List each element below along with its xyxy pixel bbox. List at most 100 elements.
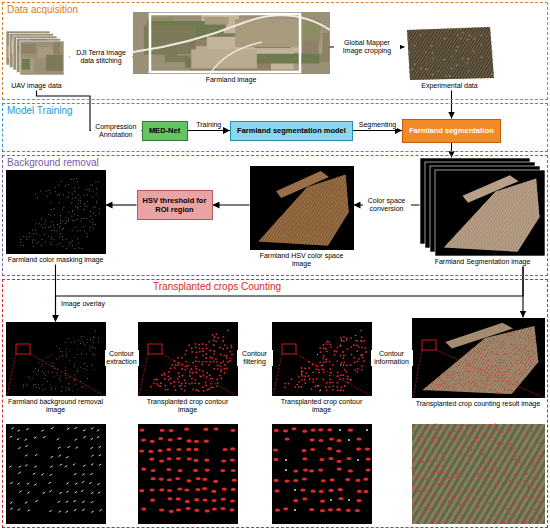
crop-dot — [491, 51, 493, 53]
crop-dot — [356, 350, 358, 352]
crop-contour — [274, 479, 279, 482]
crop-mark — [66, 483, 69, 485]
crop-mark — [58, 501, 61, 503]
crop-mark — [82, 474, 85, 476]
illustration-part — [441, 27, 473, 80]
crop-dot — [195, 382, 197, 384]
crop-dot — [332, 385, 334, 387]
crop-dot — [92, 184, 93, 185]
crop-dot — [319, 390, 321, 392]
crop-dot — [81, 220, 82, 221]
crop-contour — [337, 468, 342, 471]
crop-dot — [407, 38, 409, 40]
crop-dot — [498, 371, 499, 372]
crop-dot — [528, 351, 529, 352]
crop-dot — [513, 353, 514, 354]
crop-dot — [480, 465, 482, 467]
crop-dot — [466, 490, 468, 492]
field-shape — [276, 171, 329, 198]
crop-dot — [74, 374, 76, 376]
crop-dot — [434, 429, 436, 431]
crop-dot — [68, 219, 69, 220]
crop-contour — [178, 469, 183, 472]
crop-dot — [165, 385, 167, 387]
crop-dot — [519, 336, 520, 337]
crop-dot — [480, 350, 481, 351]
edge-label: Global Mapper Image cropping — [334, 39, 400, 55]
crop-dot — [459, 380, 460, 381]
crop-dot — [297, 384, 298, 385]
crop-contour — [158, 437, 163, 440]
crop-dot — [33, 246, 34, 247]
crop-dot — [443, 430, 445, 432]
crop-dot — [89, 339, 91, 341]
crop-dot — [35, 383, 37, 385]
crop-contour — [275, 509, 280, 512]
crop-dot — [526, 372, 527, 373]
crop-dot — [477, 380, 478, 381]
crop-dot — [479, 389, 480, 390]
crop-dot — [77, 219, 78, 220]
crop-mark — [25, 439, 28, 441]
zoom-inset — [138, 424, 238, 524]
crop-dot — [75, 227, 76, 228]
crop-dot — [27, 239, 28, 240]
illustration-part — [480, 27, 512, 80]
crop-contour — [160, 429, 165, 432]
crop-dot — [452, 374, 453, 375]
crop-dot — [208, 364, 210, 366]
crop-dot — [329, 378, 331, 380]
crop-contour — [283, 429, 288, 432]
crop-dot — [495, 360, 496, 361]
crop-dot — [32, 377, 34, 379]
crop-dot — [81, 248, 82, 249]
crop-dot — [41, 363, 43, 365]
crop-dot — [192, 388, 194, 390]
crop-dot — [87, 236, 88, 237]
crop-dot — [223, 336, 225, 338]
crop-dot — [58, 184, 59, 185]
crop-contour — [302, 477, 307, 480]
crop-contour — [151, 477, 156, 480]
field-shape — [463, 175, 519, 203]
crop-dot — [474, 381, 475, 382]
crop-mark — [25, 455, 28, 457]
crop-dot — [351, 379, 352, 380]
crop-dot — [52, 372, 53, 373]
crop-dot — [447, 383, 448, 384]
crop-dot — [507, 383, 508, 384]
crop-dot — [184, 380, 186, 382]
crop-dot — [49, 190, 50, 191]
crop-dot — [444, 374, 445, 375]
illustration-part — [511, 326, 550, 394]
crop-dot — [413, 484, 415, 486]
illustration-part — [312, 424, 372, 524]
crop-dot — [318, 372, 320, 374]
crop-dot — [423, 512, 425, 514]
crop-dot — [308, 367, 310, 369]
illustration-part — [406, 174, 449, 245]
crop-dot — [81, 386, 83, 388]
crop-dot — [507, 335, 508, 336]
crop-dot — [94, 337, 95, 338]
crop-dot — [444, 387, 445, 388]
crop-dot — [536, 478, 538, 480]
crop-dot — [92, 347, 94, 349]
crop-dot — [495, 497, 497, 499]
crop-dot — [65, 348, 67, 350]
crop-dot — [59, 202, 60, 203]
crop-dot — [230, 358, 232, 360]
crop-dot — [505, 366, 506, 367]
crop-dot — [301, 379, 303, 381]
crop-dot — [538, 514, 540, 516]
crop-contour — [302, 430, 307, 433]
crop-dot — [26, 236, 27, 237]
crop-dot — [515, 455, 517, 457]
crop-dot — [36, 233, 37, 234]
crop-dot — [494, 514, 496, 516]
crop-dot — [498, 347, 499, 348]
crop-contour — [177, 487, 182, 490]
crop-dot — [59, 378, 61, 380]
crop-dot — [477, 344, 478, 345]
crop-dot — [56, 359, 57, 360]
